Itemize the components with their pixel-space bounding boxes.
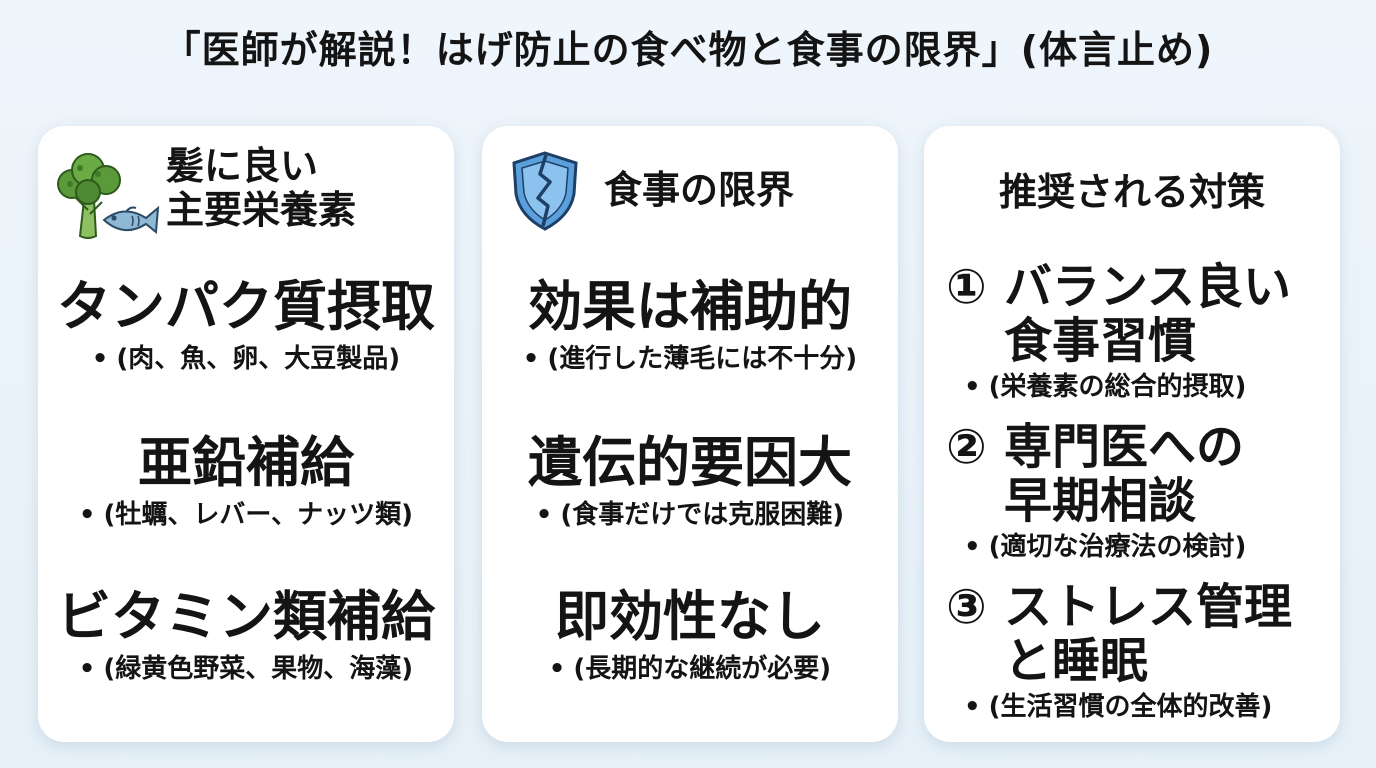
limit-item-note: •(進行した薄毛には不十分)	[522, 344, 858, 374]
measure-number: ②	[946, 419, 987, 475]
nutrients-card-title: 髪に良い 主要栄養素	[166, 144, 357, 232]
measure-item-title: ① バランス良い 食事習慣	[946, 259, 1292, 369]
cracked-shield-icon	[512, 151, 578, 231]
page-title: 「医師が解説！はげ防止の食べ物と食事の限界」(体言止め)	[162, 28, 1214, 72]
limit-item-note: •(長期的な継続が必要)	[548, 654, 832, 684]
measure-item-title: ③ ストレス管理 と睡眠	[946, 579, 1293, 689]
nutrient-item-title: タンパク質摂取	[57, 275, 435, 338]
nutrient-item-vitamins: ビタミン類補給 •(緑黄色野菜、果物、海藻)	[38, 586, 454, 686]
measure-number: ③	[946, 579, 987, 635]
limit-item-not-immediate: 即効性なし •(長期的な継続が必要)	[482, 586, 898, 686]
limit-item-title: 即効性なし	[555, 585, 825, 648]
measures-card-header: 推奨される対策	[924, 126, 1340, 248]
measures-card: 推奨される対策 ① バランス良い 食事習慣 •(栄養素の総合的摂取) ② 専門医…	[924, 126, 1340, 742]
measure-item-note: •(適切な治療法の検討)	[964, 532, 1247, 562]
measure-item-specialist: ② 専門医への 早期相談 •(適切な治療法の検討)	[924, 420, 1340, 564]
nutrient-item-title: ビタミン類補給	[57, 585, 435, 648]
nutrient-item-zinc: 亜鉛補給 •(牡蠣、レバー、ナッツ類)	[38, 432, 454, 532]
limits-card: 食事の限界 効果は補助的 •(進行した薄毛には不十分) 遺伝的要因大 •(食事だ…	[482, 126, 898, 742]
measure-item-balanced-diet: ① バランス良い 食事習慣 •(栄養素の総合的摂取)	[924, 260, 1340, 404]
nutrient-item-note: •(緑黄色野菜、果物、海藻)	[78, 654, 414, 684]
limit-item-supplementary: 効果は補助的 •(進行した薄毛には不十分)	[482, 276, 898, 376]
limit-item-title: 遺伝的要因大	[528, 431, 852, 494]
measure-item-stress-sleep: ③ ストレス管理 と睡眠 •(生活習慣の全体的改善)	[924, 580, 1340, 724]
measure-item-note: •(生活習慣の全体的改善)	[964, 692, 1273, 722]
measure-item-title: ② 専門医への 早期相談	[946, 419, 1245, 529]
limit-item-genetic: 遺伝的要因大 •(食事だけでは克服困難)	[482, 432, 898, 532]
measures-card-title: 推奨される対策	[998, 170, 1265, 214]
nutrients-card: 髪に良い 主要栄養素 タンパク質摂取 •(肉、魚、卵、大豆製品) 亜鉛補給 •(…	[38, 126, 454, 742]
nutrient-item-note: •(肉、魚、卵、大豆製品)	[91, 344, 401, 374]
nutrient-item-protein: タンパク質摂取 •(肉、魚、卵、大豆製品)	[38, 276, 454, 376]
broccoli-fish-icon	[57, 153, 160, 239]
limits-card-header: 食事の限界	[482, 126, 898, 248]
limit-item-note: •(食事だけでは克服困難)	[535, 500, 845, 530]
limits-card-title: 食事の限界	[604, 168, 795, 212]
measure-number: ①	[946, 259, 987, 315]
nutrient-item-note: •(牡蠣、レバー、ナッツ類)	[78, 500, 414, 530]
nutrient-item-title: 亜鉛補給	[138, 431, 354, 494]
measure-item-note: •(栄養素の総合的摂取)	[964, 372, 1247, 402]
nutrients-card-header: 髪に良い 主要栄養素	[38, 126, 454, 248]
limit-item-title: 効果は補助的	[528, 275, 852, 338]
